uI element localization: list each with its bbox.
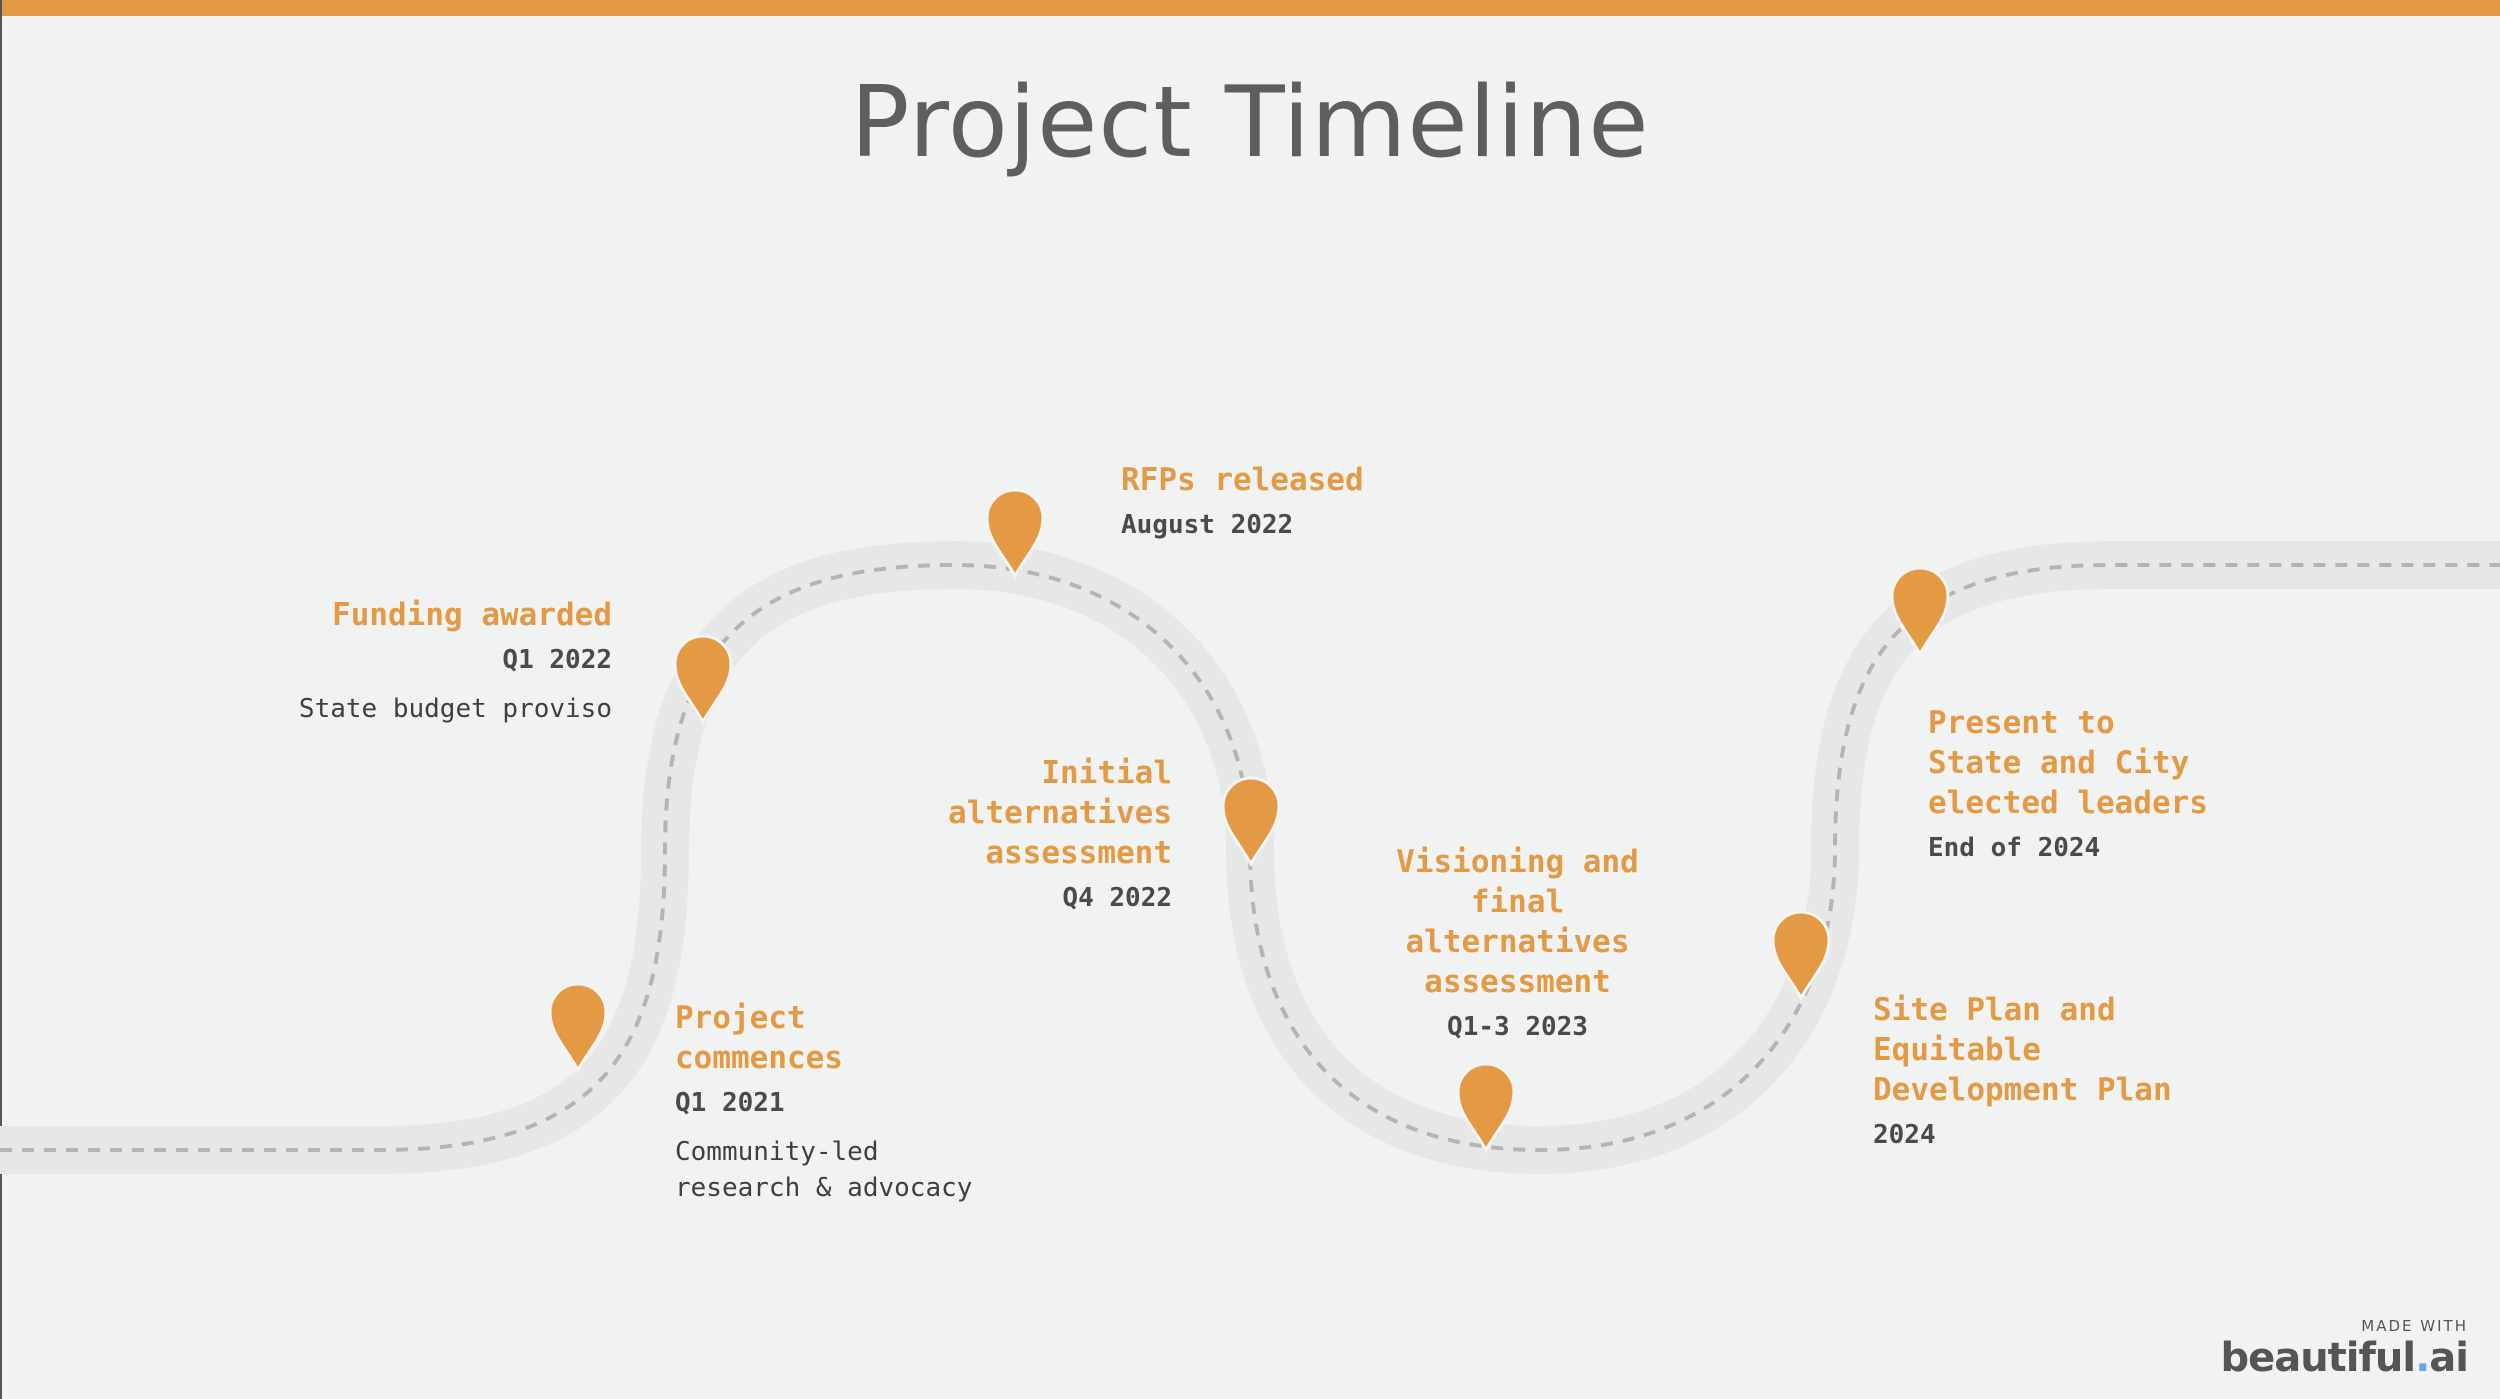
brand-dot: . — [2415, 1335, 2430, 1381]
milestone-heading: RFPs released — [1121, 462, 1364, 498]
milestone-date: Q1 2021 — [675, 1088, 785, 1118]
milestone-heading: Initial alternatives assessment — [948, 755, 1172, 871]
milestone-date: Q1-3 2023 — [1447, 1012, 1588, 1042]
milestone-date: Q4 2022 — [1062, 883, 1172, 913]
map-pin-icon — [985, 488, 1045, 580]
milestone-heading: Present to State and City elected leader… — [1928, 705, 2208, 821]
milestone-present-leaders: Present to State and City elected leader… — [1928, 703, 2288, 865]
made-with-label: MADE WITH — [2361, 1317, 2468, 1335]
map-pin-icon — [548, 982, 608, 1074]
milestone-heading: Visioning and final alternatives assessm… — [1396, 844, 1639, 1000]
brand-name: beautiful — [2220, 1335, 2416, 1381]
map-pin-icon — [1890, 566, 1950, 658]
made-with-brand[interactable]: MADE WITH beautiful.ai — [2220, 1317, 2469, 1381]
milestone-date: August 2022 — [1121, 510, 1294, 540]
map-pin-icon — [1221, 776, 1281, 868]
milestone-note: Community-led research & advocacy — [675, 1137, 973, 1203]
milestone-funding-awarded: Funding awarded Q1 2022 State budget pro… — [200, 595, 612, 727]
milestone-project-commences: Project commences Q1 2021 Community-led … — [675, 998, 1075, 1206]
brand-suffix: ai — [2429, 1335, 2469, 1381]
milestone-heading: Site Plan and Equitable Development Plan — [1873, 992, 2172, 1108]
milestone-date: End of 2024 — [1928, 833, 2101, 863]
map-pin-icon — [1456, 1062, 1516, 1154]
milestone-heading: Funding awarded — [332, 597, 612, 633]
milestone-heading: Project commences — [675, 1000, 843, 1076]
milestone-initial-alternatives: Initial alternatives assessment Q4 2022 — [900, 753, 1172, 915]
brand-logo: beautiful.ai — [2220, 1335, 2469, 1381]
milestone-visioning: Visioning and final alternatives assessm… — [1380, 842, 1655, 1044]
frame-edge — [0, 0, 2, 1399]
page-title: Project Timeline — [850, 66, 1650, 180]
map-pin-icon — [1771, 910, 1831, 1002]
milestone-date: 2024 — [1873, 1120, 1936, 1150]
top-accent-bar — [0, 0, 2500, 16]
milestone-date: Q1 2022 — [502, 645, 612, 675]
milestone-site-plan: Site Plan and Equitable Development Plan… — [1873, 990, 2253, 1152]
milestone-rfps-released: RFPs released August 2022 — [1121, 460, 1481, 542]
milestone-note: State budget proviso — [298, 694, 612, 724]
map-pin-icon — [673, 634, 733, 726]
